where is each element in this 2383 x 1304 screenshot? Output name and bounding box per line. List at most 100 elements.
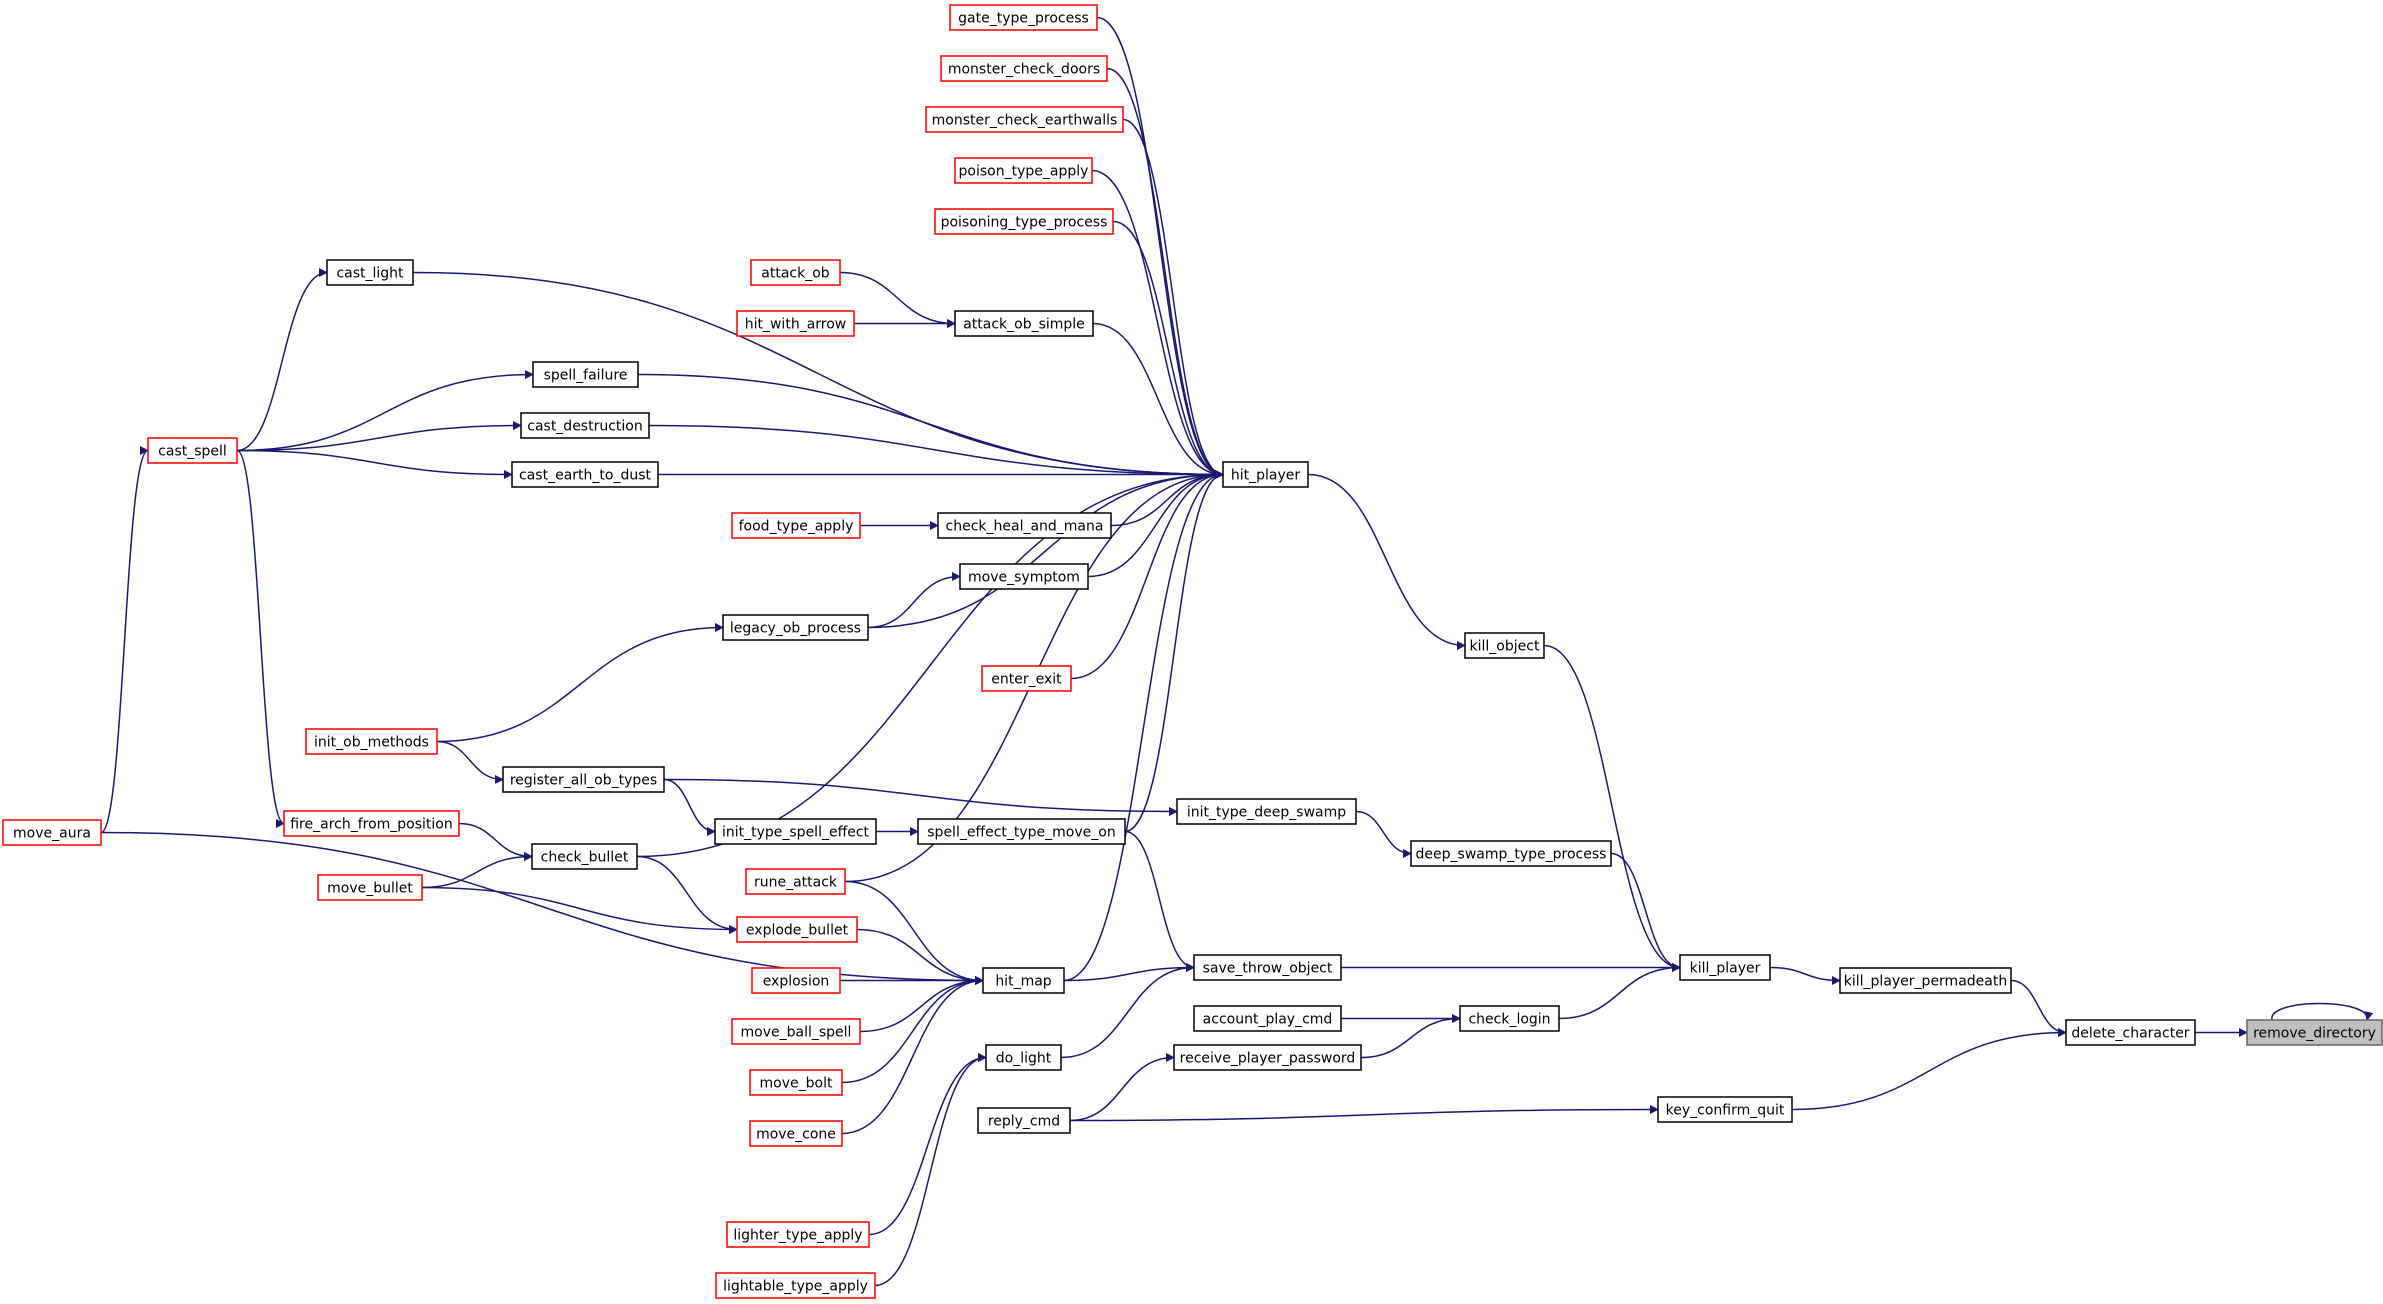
node-spell_failure[interactable]: spell_failure [532,361,639,388]
node-box [317,874,423,901]
node-init_type_deep_swamp[interactable]: init_type_deep_swamp [1176,798,1357,825]
node-do_light[interactable]: do_light [985,1044,1062,1071]
node-hit_player[interactable]: hit_player [1222,461,1309,488]
node-rune_attack[interactable]: rune_attack [745,868,846,895]
node-box [745,868,846,895]
node-monster_check_doors[interactable]: monster_check_doors [940,55,1108,82]
node-label: reply_cmd [988,1114,1060,1130]
node-box [751,967,841,994]
node-label: attack_ob_simple [963,317,1085,333]
node-deep_swamp_type_process[interactable]: deep_swamp_type_process [1410,840,1612,867]
node-label: init_type_deep_swamp [1187,805,1346,821]
edge-explode_bullet-to-hit_map [856,928,984,985]
node-account_play_cmd[interactable]: account_play_cmd [1193,1005,1342,1032]
node-hit_map[interactable]: hit_map [982,967,1065,994]
edge-poisoning_type_process-to-hit_player [1112,220,1224,479]
node-box [714,818,877,845]
node-lighter_type_apply[interactable]: lighter_type_apply [726,1221,870,1248]
node-gate_type_process[interactable]: gate_type_process [949,4,1098,31]
node-monster_check_earthwalls[interactable]: monster_check_earthwalls [925,106,1124,133]
edge-monster_check_earthwalls-to-hit_player [1122,118,1224,479]
node-check_login[interactable]: check_login [1459,1005,1560,1032]
edge-register_all_ob_types-to-init_type_spell_effect [663,778,716,836]
node-legacy_ob_process[interactable]: legacy_ob_process [722,614,869,641]
node-label: move_aura [13,826,91,842]
node-move_bullet[interactable]: move_bullet [317,874,423,901]
node-key_confirm_quit[interactable]: key_confirm_quit [1657,1096,1793,1123]
node-explode_bullet[interactable]: explode_bullet [736,916,858,943]
node-init_type_spell_effect[interactable]: init_type_spell_effect [714,818,877,845]
node-box [977,1107,1071,1134]
node-cast_spell[interactable]: cast_spell [147,437,238,464]
node-box [731,1018,861,1045]
node-kill_player_permadeath[interactable]: kill_player_permadeath [1839,967,2012,994]
node-label: hit_map [995,974,1051,990]
node-move_ball_spell[interactable]: move_ball_spell [731,1018,861,1045]
edge-monster_check_doors-to-hit_player [1106,67,1224,479]
node-food_type_apply[interactable]: food_type_apply [731,512,861,539]
node-spell_effect_type_move_on[interactable]: spell_effect_type_move_on [917,818,1126,845]
node-attack_ob[interactable]: attack_ob [750,259,841,286]
node-box [937,512,1112,539]
node-label: cast_spell [158,444,227,460]
node-cast_destruction[interactable]: cast_destruction [520,412,650,439]
node-check_heal_and_mana[interactable]: check_heal_and_mana [937,512,1112,539]
node-box [326,259,414,286]
edge-register_all_ob_types-to-init_type_deep_swamp [663,778,1178,816]
node-label: monster_check_doors [948,62,1100,78]
node-poisoning_type_process[interactable]: poisoning_type_process [934,208,1114,235]
node-check_bullet[interactable]: check_bullet [531,843,638,870]
node-reply_cmd[interactable]: reply_cmd [977,1107,1071,1134]
node-cast_earth_to_dust[interactable]: cast_earth_to_dust [511,461,659,488]
node-lightable_type_apply[interactable]: lightable_type_apply [715,1272,876,1299]
edge-hit_map-to-save_throw_object [1063,963,1195,982]
node-enter_exit[interactable]: enter_exit [981,665,1072,692]
edge-move_aura-to-cast_spell [100,446,149,834]
node-label: check_heal_and_mana [946,519,1104,535]
node-delete_character[interactable]: delete_character [2065,1019,2196,1046]
edge-do_light-to-save_throw_object [1060,963,1195,1059]
node-label: gate_type_process [958,11,1089,27]
edge-move_bullet-to-explode_bullet [421,886,738,934]
node-label: rune_attack [754,875,838,891]
edge-move_cone-to-hit_map [841,976,984,1135]
node-hit_with_arrow[interactable]: hit_with_arrow [736,310,855,337]
node-label: legacy_ob_process [730,621,861,637]
edge-check_login-to-kill_player [1558,963,1681,1020]
edges-layer [100,16,2374,1287]
edge-init_ob_methods-to-legacy_ob_process [436,623,724,743]
node-save_throw_object[interactable]: save_throw_object [1193,954,1342,981]
node-register_all_ob_types[interactable]: register_all_ob_types [502,766,665,793]
node-move_symptom[interactable]: move_symptom [959,563,1089,590]
node-box [520,412,650,439]
node-kill_object[interactable]: kill_object [1464,632,1545,659]
node-cast_light[interactable]: cast_light [326,259,414,286]
edge-remove_directory-to-remove_directory [2271,1002,2374,1021]
node-box [715,1272,876,1299]
node-init_ob_methods[interactable]: init_ob_methods [305,728,438,755]
edge-move_ball_spell-to-hit_map [859,976,984,1033]
node-receive_player_password[interactable]: receive_player_password [1173,1044,1362,1071]
node-remove_directory[interactable]: remove_directory [2246,1019,2383,1046]
edge-legacy_ob_process-to-move_symptom [867,572,961,629]
edge-spell_effect_type_move_on-to-save_throw_object [1124,830,1195,972]
node-box [954,157,1093,184]
edge-cast_spell-to-cast_earth_to_dust [236,449,513,479]
node-label: cast_destruction [527,419,643,435]
node-fire_arch_from_position[interactable]: fire_arch_from_position [283,810,460,837]
node-label: fire_arch_from_position [290,817,453,833]
node-box [959,563,1089,590]
node-move_cone[interactable]: move_cone [749,1120,843,1147]
node-attack_ob_simple[interactable]: attack_ob_simple [954,310,1094,337]
node-move_bolt[interactable]: move_bolt [749,1069,843,1096]
node-explosion[interactable]: explosion [751,967,841,994]
node-move_aura[interactable]: move_aura [2,819,102,846]
node-box [305,728,438,755]
node-kill_player[interactable]: kill_player [1679,954,1771,981]
node-label: key_confirm_quit [1666,1103,1785,1119]
node-poison_type_apply[interactable]: poison_type_apply [954,157,1093,184]
edge-move_bullet-to-check_bullet [421,852,533,889]
node-box [749,1120,843,1147]
node-box [981,665,1072,692]
node-label: do_light [996,1051,1052,1067]
